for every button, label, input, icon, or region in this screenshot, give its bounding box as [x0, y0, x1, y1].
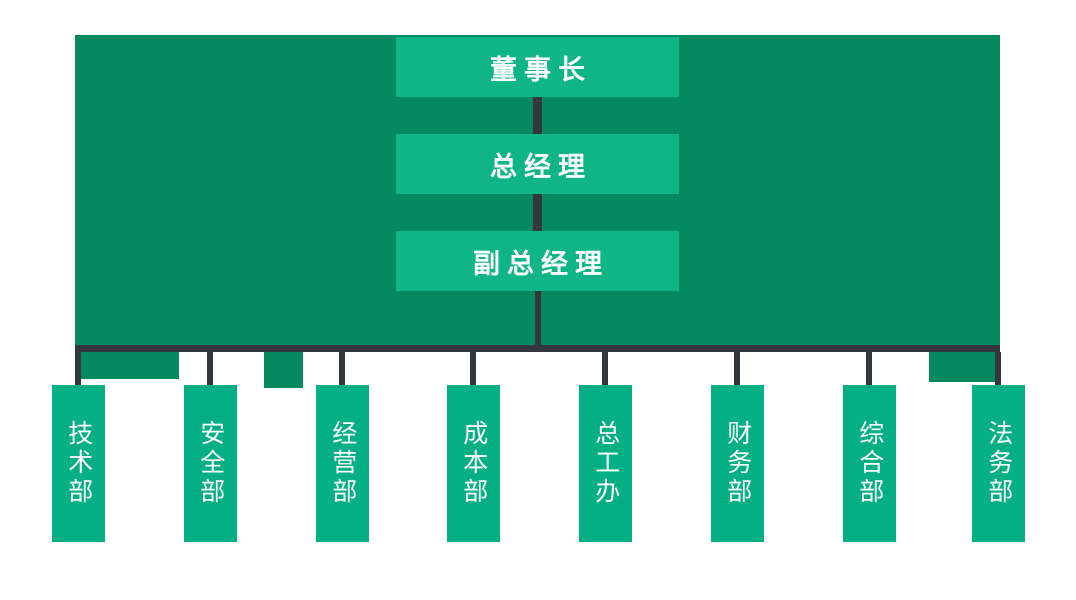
connector-horizontal-bus	[75, 345, 1000, 352]
connector-drop-2	[207, 352, 213, 386]
org-node-chairman-label: 董事长	[490, 54, 592, 85]
org-node-chairman[interactable]: 董事长	[396, 37, 679, 97]
org-node-department-chief-engineer-office[interactable]: 总工办	[579, 385, 632, 542]
org-node-department-operations-label: 经营部	[328, 420, 357, 507]
connector-chairman-to-general-manager	[533, 97, 542, 134]
org-node-department-chief-engineer-office-label: 总工办	[591, 420, 620, 507]
org-node-general-manager[interactable]: 总经理	[396, 134, 679, 194]
org-node-department-safety[interactable]: 安全部	[184, 385, 237, 542]
org-node-department-operations[interactable]: 经营部	[316, 385, 369, 542]
org-node-department-technology[interactable]: 技术部	[52, 385, 105, 542]
backdrop-skirt-middle	[264, 352, 303, 388]
org-node-general-manager-label: 总经理	[490, 151, 592, 182]
org-node-department-safety-label: 安全部	[196, 420, 225, 507]
backdrop-skirt-right	[929, 352, 998, 382]
connector-general-manager-to-deputy	[533, 194, 542, 231]
connector-drop-8	[995, 352, 1001, 386]
org-node-department-cost-label: 成本部	[459, 420, 488, 507]
connector-drop-4	[470, 352, 476, 386]
org-node-deputy-general-manager[interactable]: 副总经理	[396, 231, 679, 291]
backdrop-skirt-left	[78, 352, 179, 379]
connector-deputy-to-bus	[535, 291, 541, 346]
connector-drop-3	[339, 352, 345, 386]
connector-drop-5	[602, 352, 608, 386]
org-node-department-legal-label: 法务部	[984, 420, 1013, 507]
org-node-deputy-general-manager-label: 副总经理	[473, 248, 609, 279]
org-node-department-legal[interactable]: 法务部	[972, 385, 1025, 542]
org-node-department-general-affairs[interactable]: 综合部	[843, 385, 896, 542]
connector-drop-7	[866, 352, 872, 386]
org-node-department-technology-label: 技术部	[64, 420, 93, 507]
org-node-department-finance[interactable]: 财务部	[711, 385, 764, 542]
connector-drop-1	[75, 352, 81, 386]
org-node-department-cost[interactable]: 成本部	[447, 385, 500, 542]
org-node-department-general-affairs-label: 综合部	[855, 420, 884, 507]
org-node-department-finance-label: 财务部	[723, 420, 752, 507]
connector-drop-6	[734, 352, 740, 386]
